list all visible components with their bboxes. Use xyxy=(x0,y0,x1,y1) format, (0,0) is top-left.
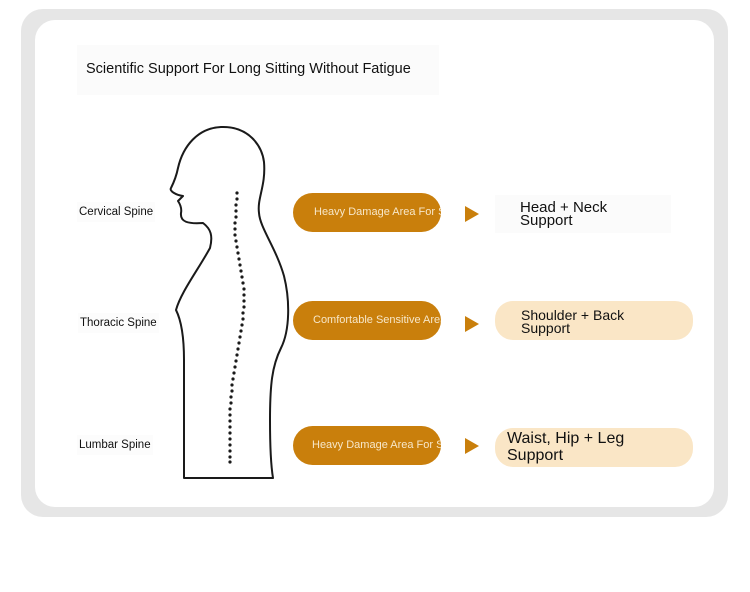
result-lumbar: Waist, Hip + Leg Support xyxy=(495,428,693,467)
result-line1: Shoulder + Back xyxy=(521,307,625,323)
arrow-right-icon xyxy=(465,206,479,222)
result-thoracic: Shoulder + Back Support xyxy=(495,301,693,340)
body-outline xyxy=(169,125,290,479)
human-profile-silhouette xyxy=(169,125,290,479)
pill-lumbar: Heavy Damage Area For Strain xyxy=(293,426,441,465)
result-line1: Waist, Hip + Leg xyxy=(507,430,625,447)
spine-dots xyxy=(228,191,246,464)
result-line2: Support xyxy=(521,320,571,336)
pill-text: Heavy Damage Area For Strain xyxy=(312,439,441,451)
result-line2: Support xyxy=(520,212,573,229)
arrow-gap xyxy=(441,203,457,223)
pill-thoracic: Comfortable Sensitive Area xyxy=(293,301,441,340)
page-title: Scientific Support For Long Sitting With… xyxy=(77,45,439,95)
pill-text: Comfortable Sensitive Area xyxy=(313,314,441,326)
pill-cervical: Heavy Damage Area For Strain xyxy=(293,193,441,232)
arrow-right-icon xyxy=(465,438,479,454)
spine-label-thoracic: Thoracic Spine xyxy=(78,313,159,333)
result-line1: Head + Neck xyxy=(520,199,608,216)
spine-label-lumbar: Lumbar Spine xyxy=(77,435,153,455)
arrow-right-icon xyxy=(465,316,479,332)
content-card xyxy=(35,20,714,507)
arrow-gap xyxy=(441,436,457,456)
result-line2: Support xyxy=(507,447,564,464)
pill-text: Heavy Damage Area For Strain xyxy=(314,206,441,218)
result-cervical: Head + Neck Support xyxy=(495,195,671,233)
spine-label-cervical: Cervical Spine xyxy=(77,202,156,222)
